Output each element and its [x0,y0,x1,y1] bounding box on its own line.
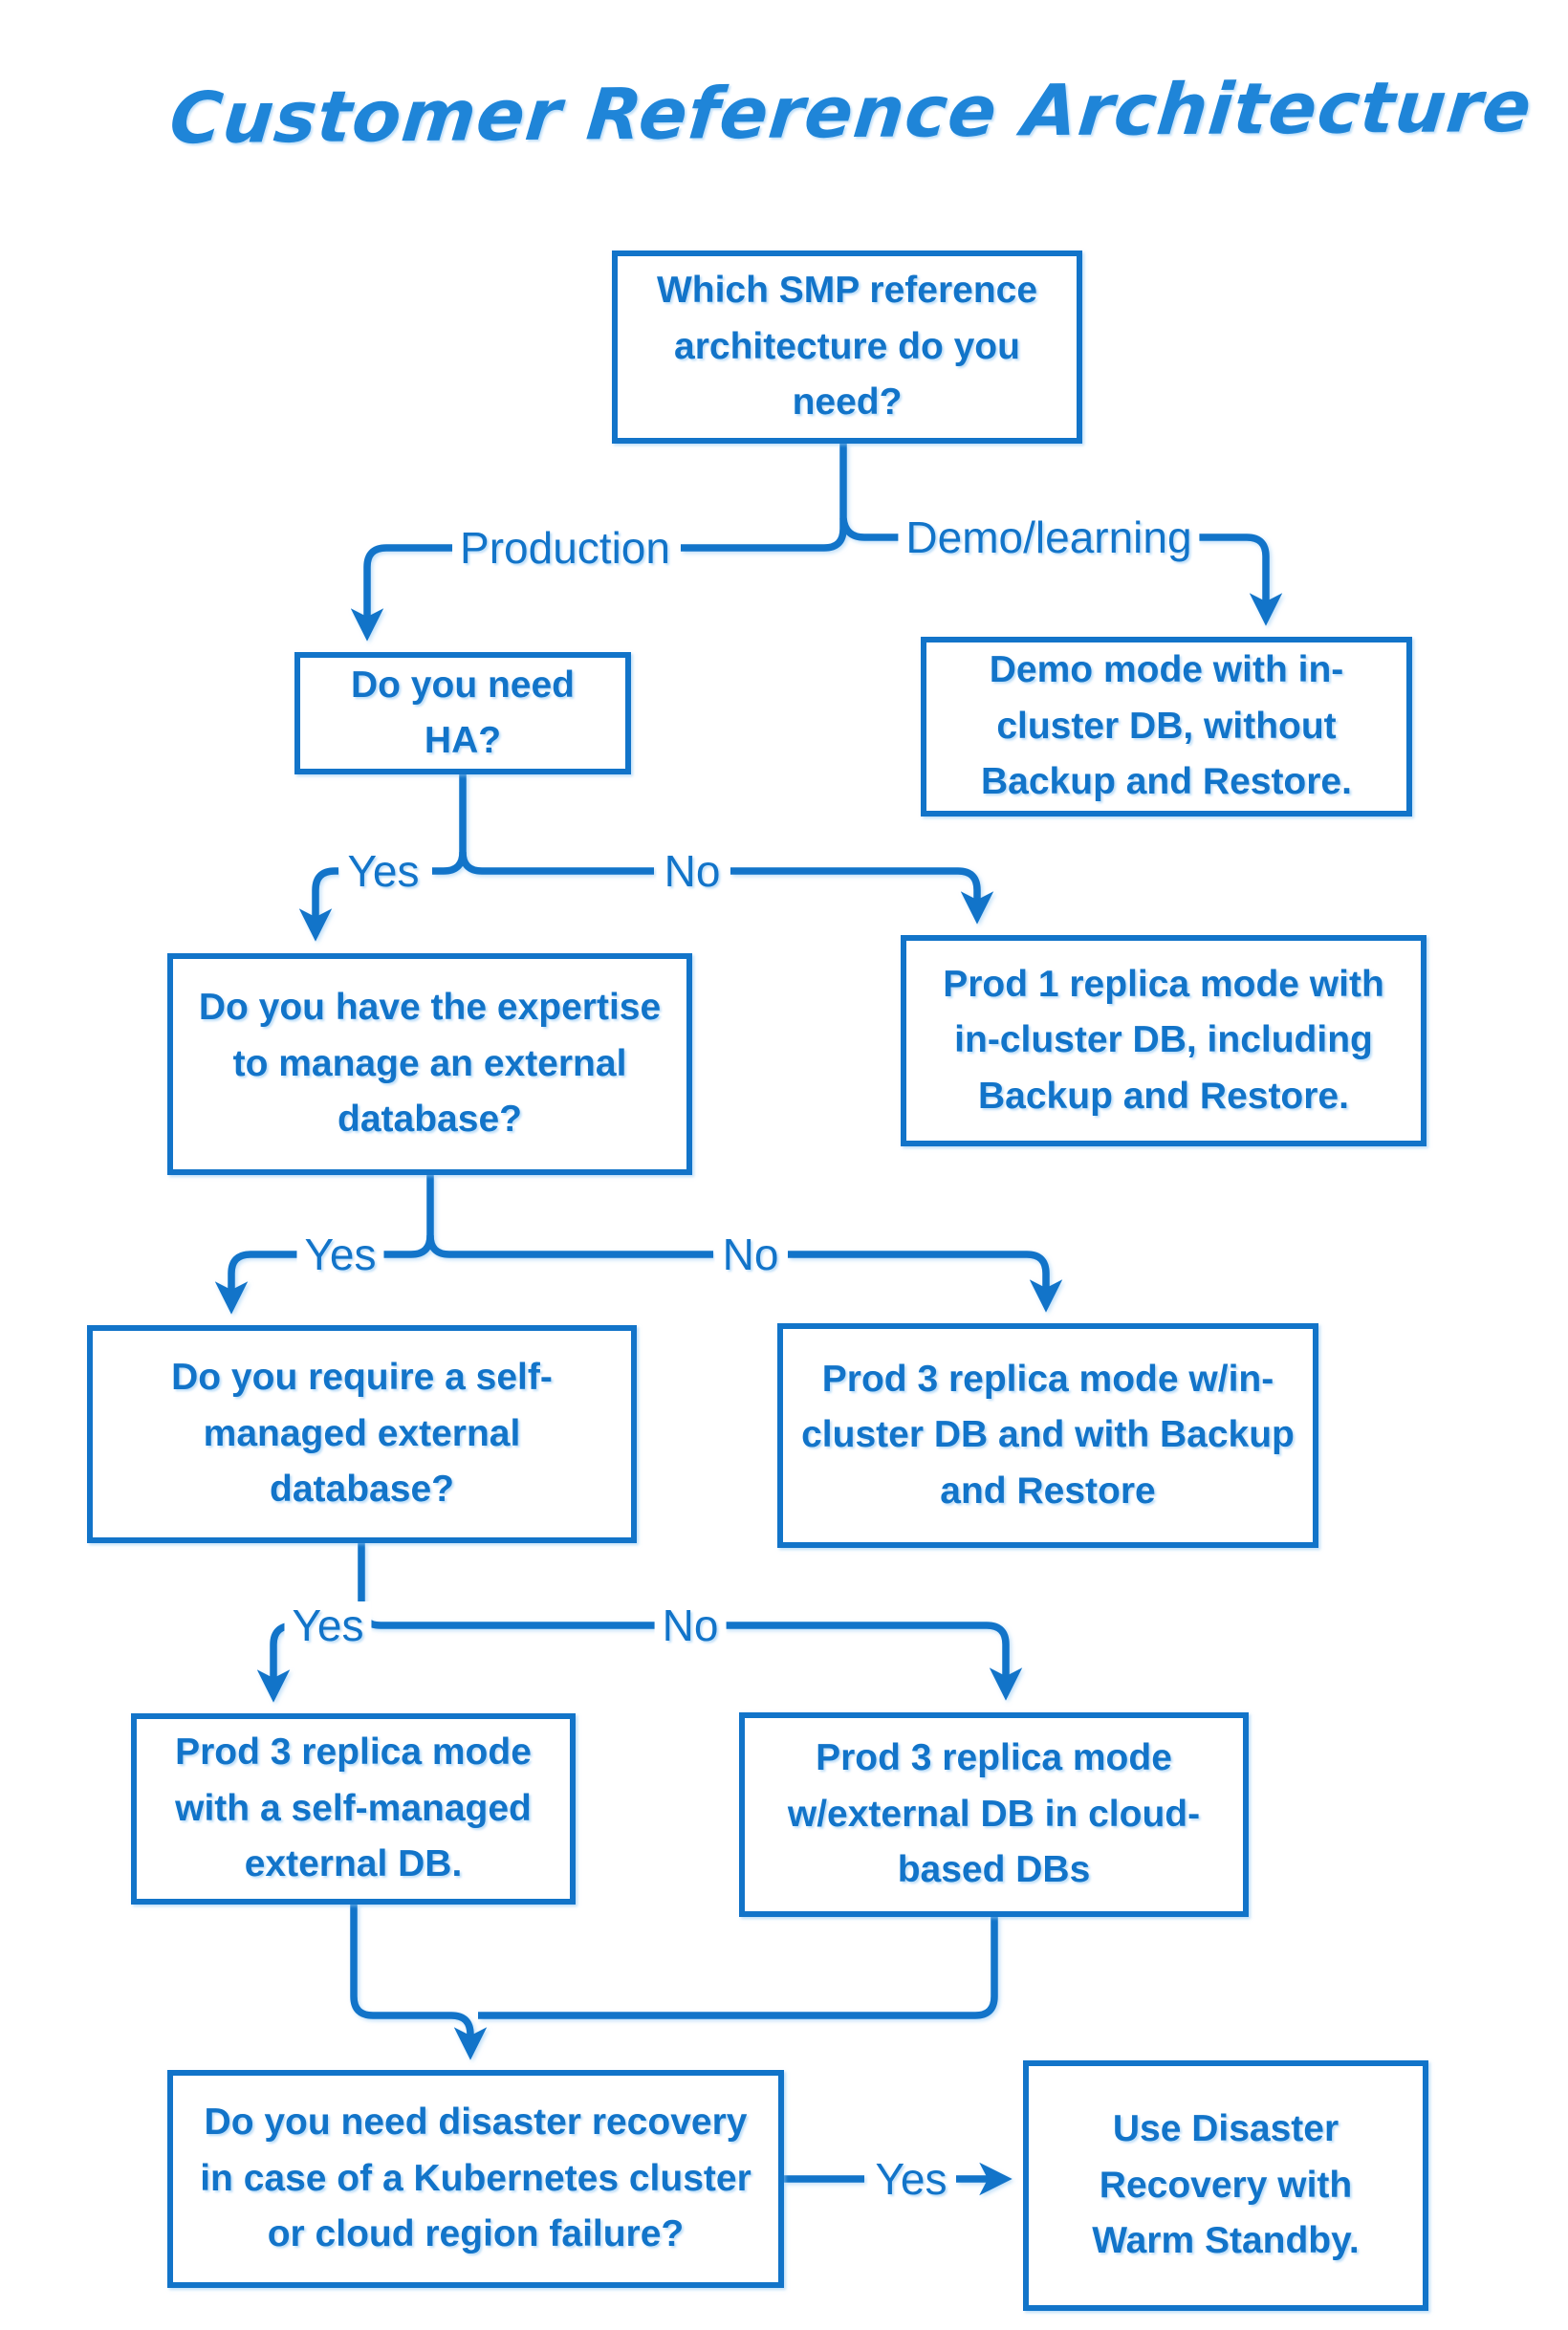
edge-label-expertise-yes: Yes [296,1230,384,1278]
edge-production-arrow [350,544,457,642]
edge-expertise-stem-left [382,1175,434,1258]
edge-ha-no-arrow [730,867,994,925]
edge-label-self-managed-yes: Yes [284,1601,372,1649]
edge-merge-left-arrow [350,1905,488,2060]
edge-selfmanaged-stem-right [358,1605,656,1629]
node-prod3-cloud-result: Prod 3 replica mode w/external DB in clo… [739,1712,1249,1917]
edge-top-stem-right [839,517,899,541]
edge-expertise-yes-arrow [214,1251,298,1315]
edge-expertise-no-arrow [788,1251,1063,1313]
node-ha-question: Do you need HA? [294,652,631,774]
edge-label-expertise-no: No [714,1230,787,1278]
edge-label-dr-yes: Yes [867,2155,955,2203]
node-top-question: Which SMP reference architecture do you … [612,250,1082,444]
node-prod3-self-managed-result: Prod 3 replica mode with a self-managed … [131,1713,576,1905]
edge-label-ha-no: No [656,847,729,895]
edge-label-ha-yes: Yes [339,847,427,895]
node-prod1-result: Prod 1 replica mode with in-cluster DB, … [901,935,1426,1146]
node-dr-result: Use Disaster Recovery with Warm Standby. [1023,2060,1428,2311]
node-demo-result: Demo mode with in-cluster DB, without Ba… [921,637,1412,817]
node-dr-question: Do you need disaster recovery in case of… [167,2070,784,2288]
edge-selfmanaged-no-arrow [725,1622,1023,1701]
edge-label-production: Production [452,524,678,572]
edge-ha-yes-arrow [298,867,338,942]
page-title: Customer Reference Architecture [165,65,1536,161]
edge-label-self-managed-no: No [654,1601,727,1649]
edge-ha-stem-left [432,774,467,875]
edge-ha-stem-right [459,851,654,875]
edge-top-stem-left [681,444,847,552]
edge-label-demo-learning: Demo/learning [898,513,1200,561]
node-prod3-incluster-result: Prod 3 replica mode w/in-cluster DB and … [777,1323,1318,1548]
edge-expertise-stem-right [426,1234,713,1258]
node-self-managed-question: Do you require a self-managed external d… [87,1325,637,1543]
edge-merge-right [478,1917,998,2019]
edge-demo-arrow [1197,534,1283,626]
node-expertise-question: Do you have the expertise to manage an e… [167,953,692,1175]
